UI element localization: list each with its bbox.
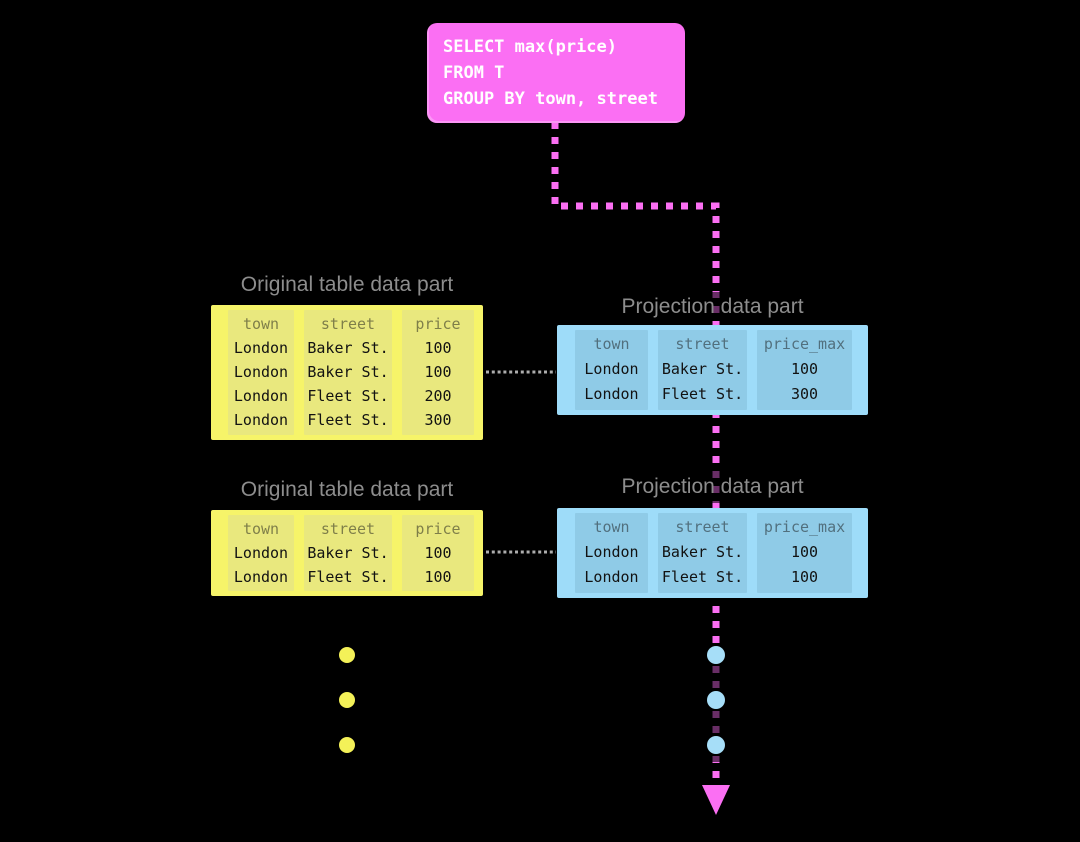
column-header: town xyxy=(242,520,280,538)
column-header: price xyxy=(415,520,461,538)
column-header: town xyxy=(593,518,630,536)
column-header: street xyxy=(320,315,376,333)
column-price-max: price_max 100 300 xyxy=(757,330,852,410)
table-cell: London xyxy=(584,568,639,586)
projection-part-2-title: Projection data part xyxy=(621,475,804,498)
table-cell: London xyxy=(233,387,289,405)
table-cell: 100 xyxy=(424,339,452,357)
table-cell: Baker St. xyxy=(661,360,744,378)
table-cell: Fleet St. xyxy=(307,387,389,405)
table-cell: 300 xyxy=(424,411,452,429)
table-cell: Fleet St. xyxy=(307,411,389,429)
blue-ellipsis-dot-1 xyxy=(707,646,725,664)
table-cell: 100 xyxy=(790,543,819,561)
table-cell: London xyxy=(584,385,639,403)
sql-query-line: SELECT max(price) xyxy=(443,37,617,57)
column-town: town London London xyxy=(575,330,648,410)
column-header: price_max xyxy=(763,518,846,536)
query-flow-dotted-line xyxy=(551,122,720,786)
dim-patch-ellipsis xyxy=(709,646,723,762)
yellow-ellipsis-dot-2 xyxy=(339,692,355,708)
blue-ellipsis-dot-3 xyxy=(707,736,725,754)
table-cell: London xyxy=(233,568,289,586)
column-header: street xyxy=(320,520,376,538)
table-cell: Fleet St. xyxy=(307,568,389,586)
table-cell: Baker St. xyxy=(661,543,744,561)
table-cell: London xyxy=(584,360,639,378)
column-town: town London London xyxy=(575,513,648,593)
column-price: price 100 100 200 300 xyxy=(402,310,474,435)
column-header: town xyxy=(593,335,630,353)
table-cell: Baker St. xyxy=(307,544,389,562)
column-town: town London London xyxy=(228,515,294,591)
column-street: street Baker St. Fleet St. xyxy=(658,513,747,593)
column-header: price_max xyxy=(763,335,846,353)
column-header: town xyxy=(242,315,280,333)
table-cell: London xyxy=(584,543,639,561)
table-cell: Fleet St. xyxy=(661,568,744,586)
table-cell: 100 xyxy=(790,568,819,586)
table-cell: 100 xyxy=(424,544,452,562)
yellow-ellipsis-dot-1 xyxy=(339,647,355,663)
yellow-ellipsis-dot-3 xyxy=(339,737,355,753)
original-part-2-title: Original table data part xyxy=(240,478,454,501)
original-part-1-title: Original table data part xyxy=(240,273,454,296)
column-town: town London London London London xyxy=(228,310,294,435)
original-table-data-part-1: town London London London London street … xyxy=(211,305,483,440)
projection-part-1-title: Projection data part xyxy=(621,295,804,318)
table-cell: London xyxy=(233,363,289,381)
column-header: street xyxy=(675,518,730,536)
column-street: street Baker St. Fleet St. xyxy=(304,515,392,591)
projection-data-part-1: town London London street Baker St. Flee… xyxy=(557,325,868,415)
blue-ellipsis-dot-2 xyxy=(707,691,725,709)
original-table-data-part-2: town London London street Baker St. Flee… xyxy=(211,510,483,596)
flow-arrowhead-icon xyxy=(702,785,730,815)
column-header: price xyxy=(415,315,461,333)
table-cell: London xyxy=(233,544,289,562)
projection-data-part-2: town London London street Baker St. Flee… xyxy=(557,508,868,598)
table-cell: 100 xyxy=(424,568,452,586)
table-cell: Fleet St. xyxy=(661,385,744,403)
column-header: street xyxy=(675,335,730,353)
table-cell: Baker St. xyxy=(307,363,389,381)
column-street: street Baker St. Fleet St. xyxy=(658,330,747,410)
table-cell: London xyxy=(233,411,289,429)
table-cell: London xyxy=(233,339,289,357)
table-cell: 300 xyxy=(790,385,819,403)
column-price-max: price_max 100 100 xyxy=(757,513,852,593)
column-price: price 100 100 xyxy=(402,515,474,591)
sql-query-line: FROM T xyxy=(443,63,505,83)
table-cell: Baker St. xyxy=(307,339,389,357)
column-street: street Baker St. Baker St. Fleet St. Fle… xyxy=(304,310,392,435)
sql-query-box: SELECT max(price) FROM T GROUP BY town, … xyxy=(427,23,685,123)
table-cell: 200 xyxy=(424,387,452,405)
sql-query-line: GROUP BY town, street xyxy=(443,89,658,109)
table-cell: 100 xyxy=(790,360,819,378)
table-cell: 100 xyxy=(424,363,452,381)
